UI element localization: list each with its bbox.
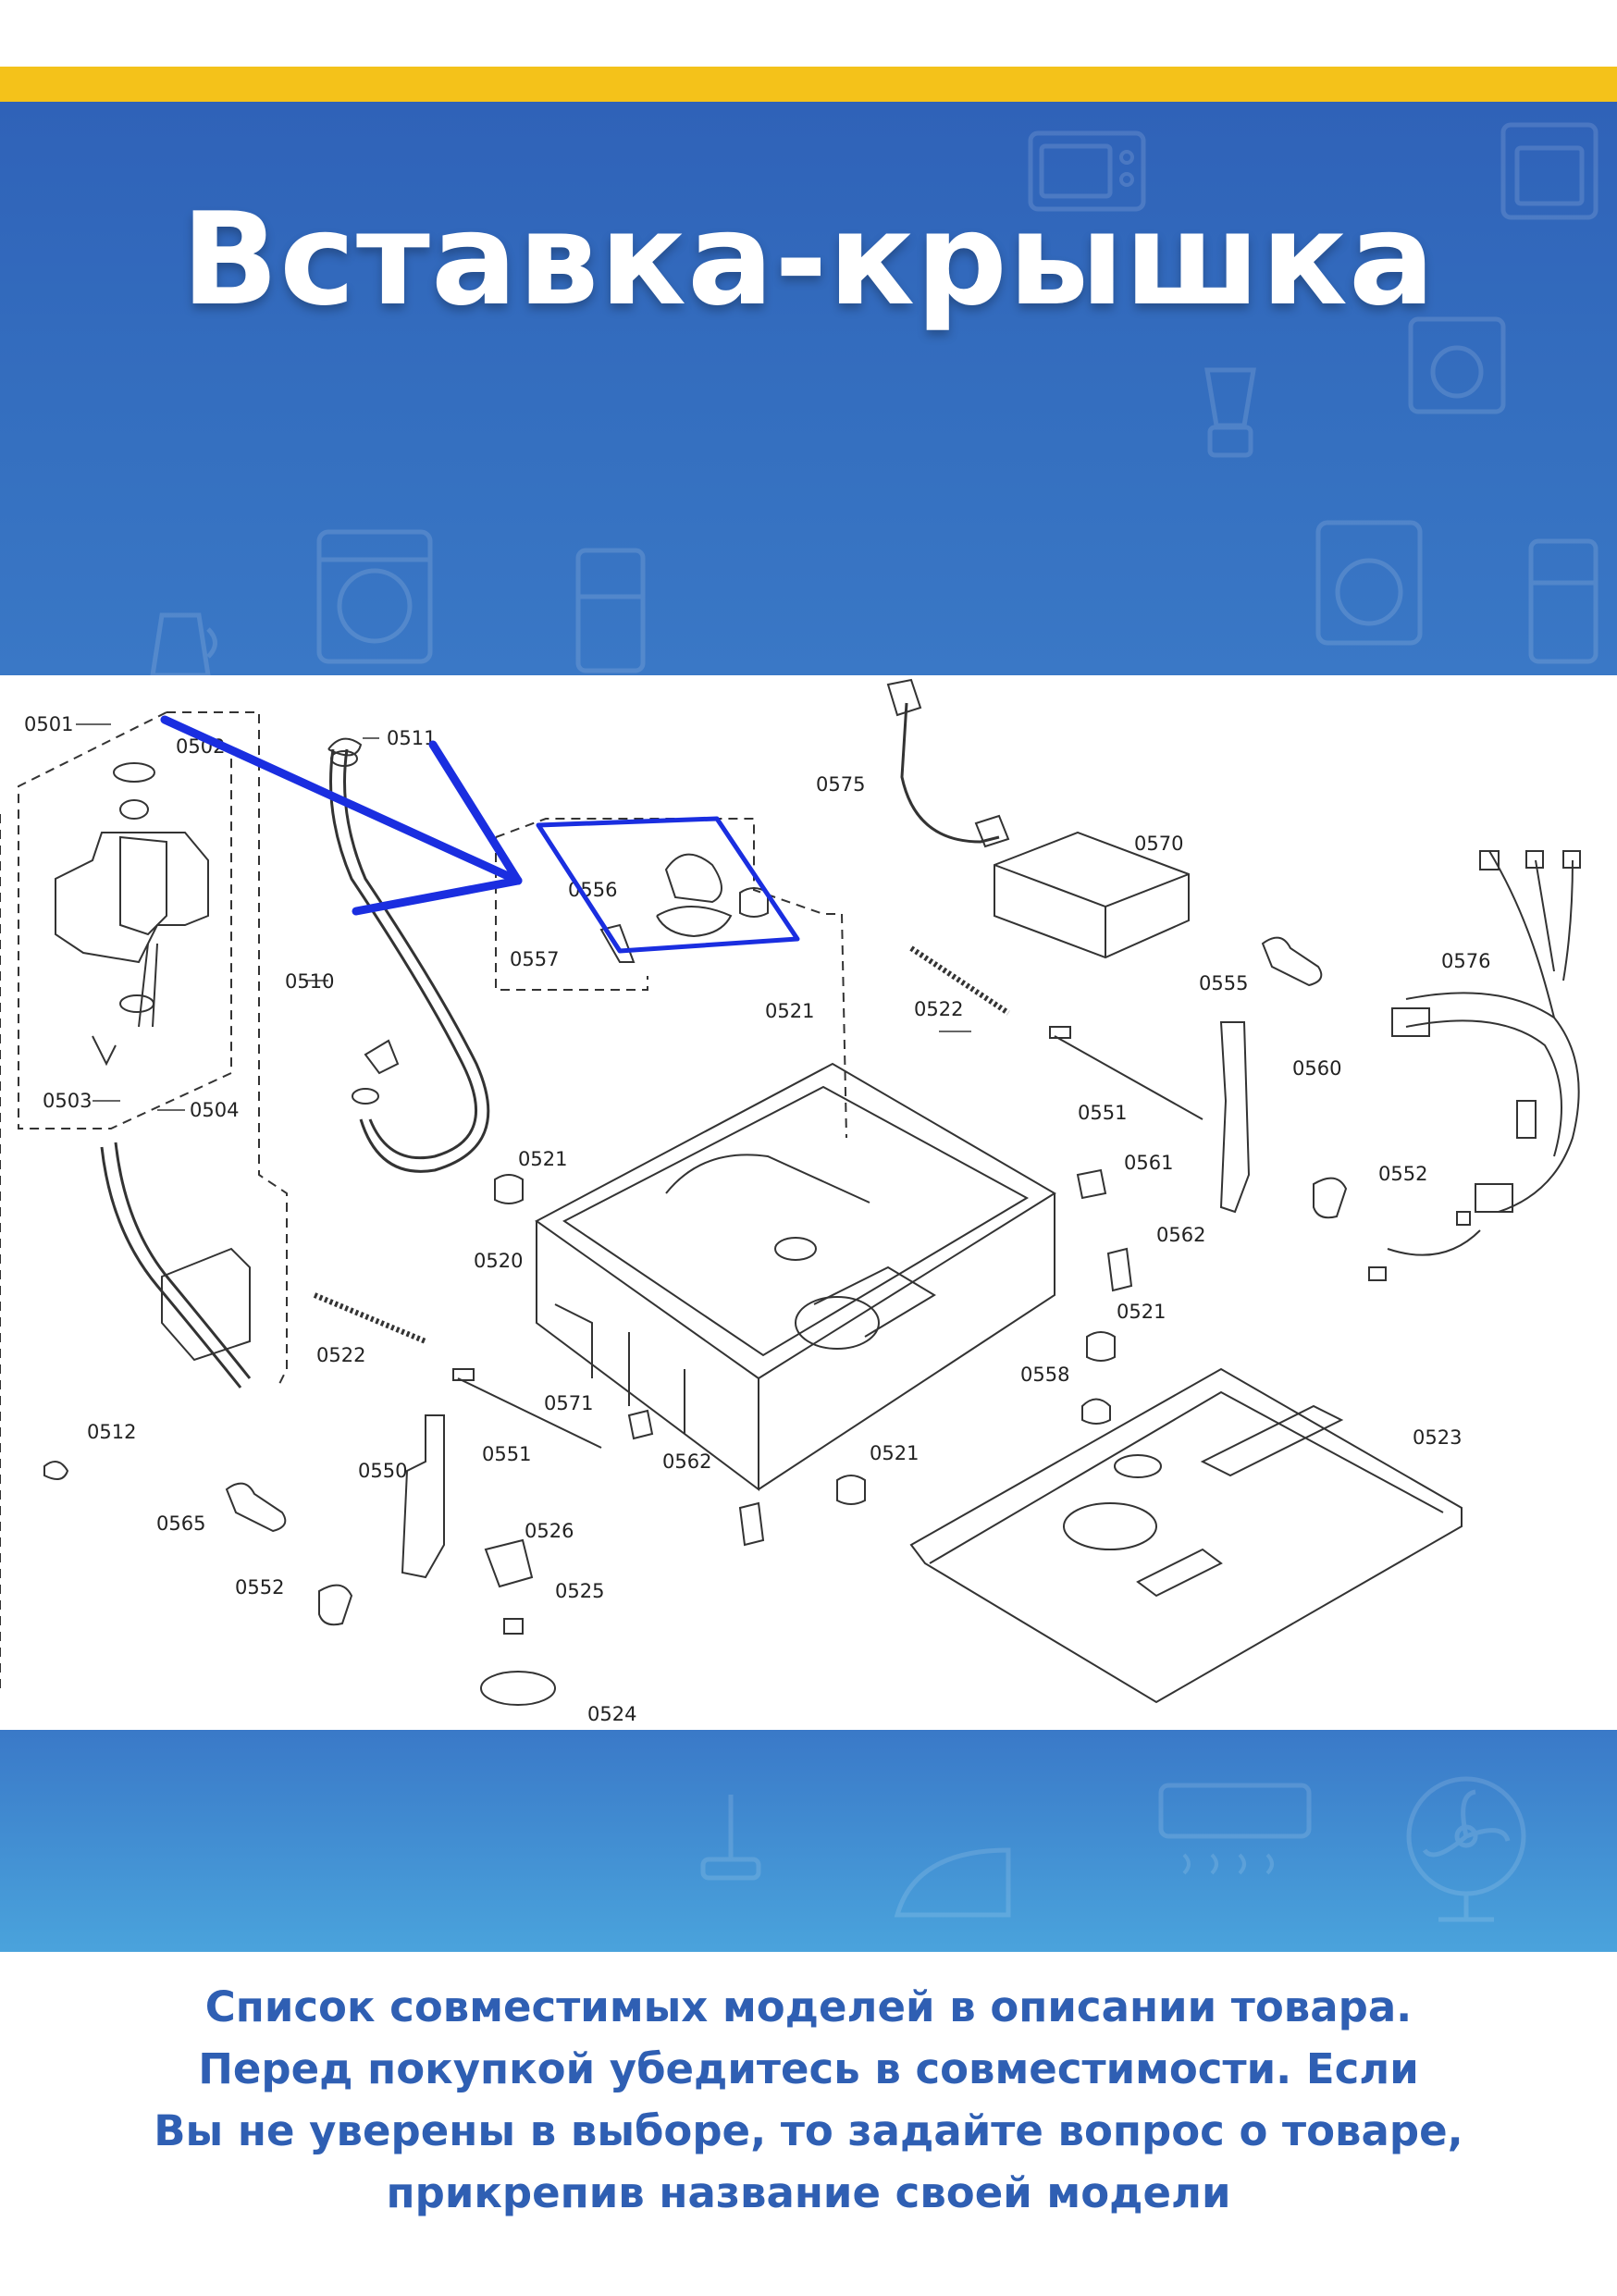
label-0551-b: 0551 <box>1078 1102 1127 1124</box>
exploded-parts-diagram: 0501 0502 0503 0504 0510 0511 0512 0520 … <box>0 675 1617 1730</box>
ring-part <box>43 1461 69 1480</box>
label-0503: 0503 <box>43 1090 92 1112</box>
disc-part <box>480 1671 556 1706</box>
air-conditioner-icon <box>1158 1783 1312 1875</box>
label-0552-b: 0552 <box>235 1576 284 1599</box>
cover-insert-part <box>664 853 722 904</box>
label-0550: 0550 <box>358 1460 407 1482</box>
label-0512: 0512 <box>87 1421 136 1443</box>
footer-line-2: Перед покупкой убедитесь в совместимости… <box>198 2044 1419 2093</box>
label-0522-a: 0522 <box>914 998 963 1020</box>
stove-icon <box>1408 316 1506 414</box>
compatibility-note: Список совместимых моделей в описании то… <box>0 1976 1617 2224</box>
label-0525: 0525 <box>555 1580 604 1602</box>
footer-note: Список совместимых моделей в описании то… <box>0 1952 1617 2296</box>
diagram-svg: 0501 0502 0503 0504 0510 0511 0512 0520 … <box>0 678 1581 1725</box>
vacuum-icon <box>700 1795 761 1881</box>
label-0558: 0558 <box>1020 1364 1069 1386</box>
label-0526: 0526 <box>525 1520 574 1542</box>
label-0501: 0501 <box>24 713 73 735</box>
fridge-icon-2 <box>1528 538 1598 664</box>
hinge-bracket-part <box>401 1414 445 1579</box>
pointer-arrow-icon <box>160 715 523 916</box>
valve-inner-outline <box>18 711 232 1129</box>
label-0521-d: 0521 <box>870 1442 919 1464</box>
blender-icon <box>1204 367 1256 458</box>
footer-line-3: Вы не уверены в выборе, то задайте вопро… <box>154 2106 1463 2155</box>
label-0510: 0510 <box>285 970 334 993</box>
kettle-icon <box>150 612 217 675</box>
accent-bar <box>0 67 1617 102</box>
label-0504: 0504 <box>190 1099 239 1121</box>
water-valve-part <box>55 762 209 1067</box>
label-0524: 0524 <box>587 1703 636 1725</box>
hero-banner: Вставка-крышка <box>0 102 1617 675</box>
oven-icon <box>1500 122 1598 220</box>
control-module-part <box>994 831 1190 959</box>
label-0511: 0511 <box>387 727 436 749</box>
base-tub-part <box>535 1062 1056 1491</box>
label-0561: 0561 <box>1124 1152 1173 1174</box>
label-0560: 0560 <box>1292 1057 1341 1080</box>
spring-part <box>313 1292 427 1344</box>
base-pan-part <box>909 1367 1463 1704</box>
label-0562-b: 0562 <box>662 1450 711 1473</box>
label-0555: 0555 <box>1199 972 1248 994</box>
fan-icon <box>1406 1776 1526 1922</box>
label-0521-b: 0521 <box>518 1148 567 1170</box>
page-title: Вставка-крышка <box>180 185 1437 334</box>
latch-part <box>1261 936 1323 987</box>
washing-machine-icon-2 <box>1315 520 1423 646</box>
small-clip-part <box>1076 1168 1107 1200</box>
label-0570: 0570 <box>1134 833 1183 855</box>
label-0520: 0520 <box>474 1250 523 1272</box>
label-0521-a: 0521 <box>765 1000 814 1022</box>
clip-part <box>1313 1177 1348 1219</box>
part-labels: 0501 0502 0503 0504 0510 0511 0512 0520 … <box>24 713 1490 1725</box>
power-cord-part <box>900 702 1000 844</box>
label-0562-a: 0562 <box>1156 1224 1205 1246</box>
label-0521-c: 0521 <box>1117 1301 1166 1323</box>
level-sensor-part <box>161 1247 251 1362</box>
label-0565: 0565 <box>156 1512 205 1535</box>
fridge-icon <box>575 548 646 673</box>
washing-machine-icon <box>316 529 433 664</box>
connector-part <box>484 1538 534 1588</box>
hose-clamp-part <box>327 737 363 757</box>
iron-icon <box>894 1847 1011 1918</box>
label-0576: 0576 <box>1441 950 1490 972</box>
float-part <box>1081 1398 1111 1425</box>
label-0551-a: 0551 <box>482 1443 531 1465</box>
label-0575: 0575 <box>816 773 865 796</box>
top-white-stripe <box>0 0 1617 67</box>
highlight-box <box>536 816 800 954</box>
rod-part <box>457 1377 602 1449</box>
label-0571: 0571 <box>544 1392 593 1414</box>
label-0552-a: 0552 <box>1378 1163 1427 1185</box>
decor-band <box>0 1730 1617 1952</box>
foot-part <box>739 887 769 918</box>
footer-line-4: прикрепив название своей модели <box>386 2168 1231 2217</box>
cover-clip-part <box>599 923 636 963</box>
footer-line-1: Список совместимых моделей в описании то… <box>204 1982 1413 2031</box>
valve-assembly-outline <box>167 711 288 1389</box>
label-0522-b: 0522 <box>316 1344 365 1366</box>
wiring-harness-part <box>1368 850 1581 1281</box>
microwave-icon <box>1028 130 1146 212</box>
label-0557: 0557 <box>510 948 559 970</box>
drain-hose-part <box>329 748 477 1160</box>
label-0523: 0523 <box>1413 1426 1462 1449</box>
